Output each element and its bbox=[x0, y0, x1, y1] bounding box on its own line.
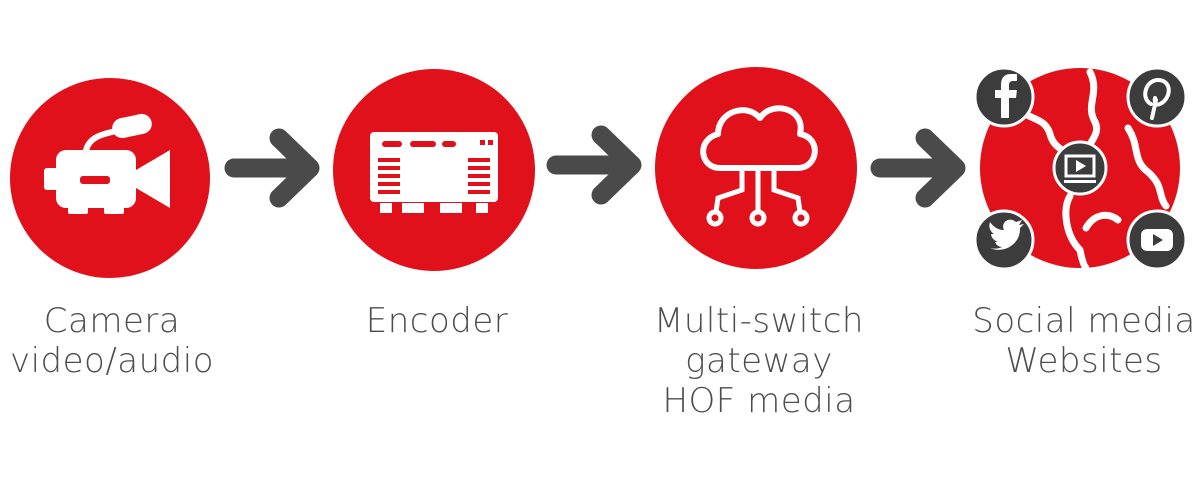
step-gateway-node bbox=[655, 67, 857, 269]
step-label-line: gateway bbox=[685, 341, 833, 381]
video-camera-icon bbox=[44, 113, 170, 214]
step-encoder-node bbox=[333, 69, 535, 271]
step-label-line: Social media bbox=[972, 301, 1196, 341]
encoder-device-icon bbox=[370, 132, 498, 213]
step-label-line: Encoder bbox=[365, 301, 509, 341]
step-label-line: video/audio bbox=[9, 341, 215, 381]
step-label-line: Camera bbox=[43, 301, 181, 341]
step-camera-node bbox=[10, 78, 210, 278]
step-label-camera: Camera video/audio bbox=[0, 301, 272, 381]
step-social-node bbox=[973, 66, 1188, 272]
cloud-network-icon bbox=[700, 105, 818, 227]
twitter-icon bbox=[973, 209, 1035, 271]
video-player-icon bbox=[1052, 140, 1108, 196]
pinterest-icon bbox=[1126, 66, 1188, 128]
step-label-line: HOF media bbox=[662, 381, 856, 421]
step-label-line: Websites bbox=[1005, 341, 1163, 381]
facebook-icon bbox=[973, 66, 1035, 128]
step-label-social: Social media Websites bbox=[924, 301, 1200, 381]
step-label-gateway: Multi-switch gateway HOF media bbox=[599, 301, 919, 421]
step-label-line: Multi-switch bbox=[654, 301, 864, 341]
step-label-encoder: Encoder bbox=[277, 301, 597, 341]
youtube-icon bbox=[1126, 209, 1188, 271]
arrow-camera-to-encoder bbox=[224, 128, 320, 208]
arrow-encoder-to-gateway bbox=[546, 125, 642, 205]
arrow-gateway-to-social bbox=[870, 128, 966, 208]
